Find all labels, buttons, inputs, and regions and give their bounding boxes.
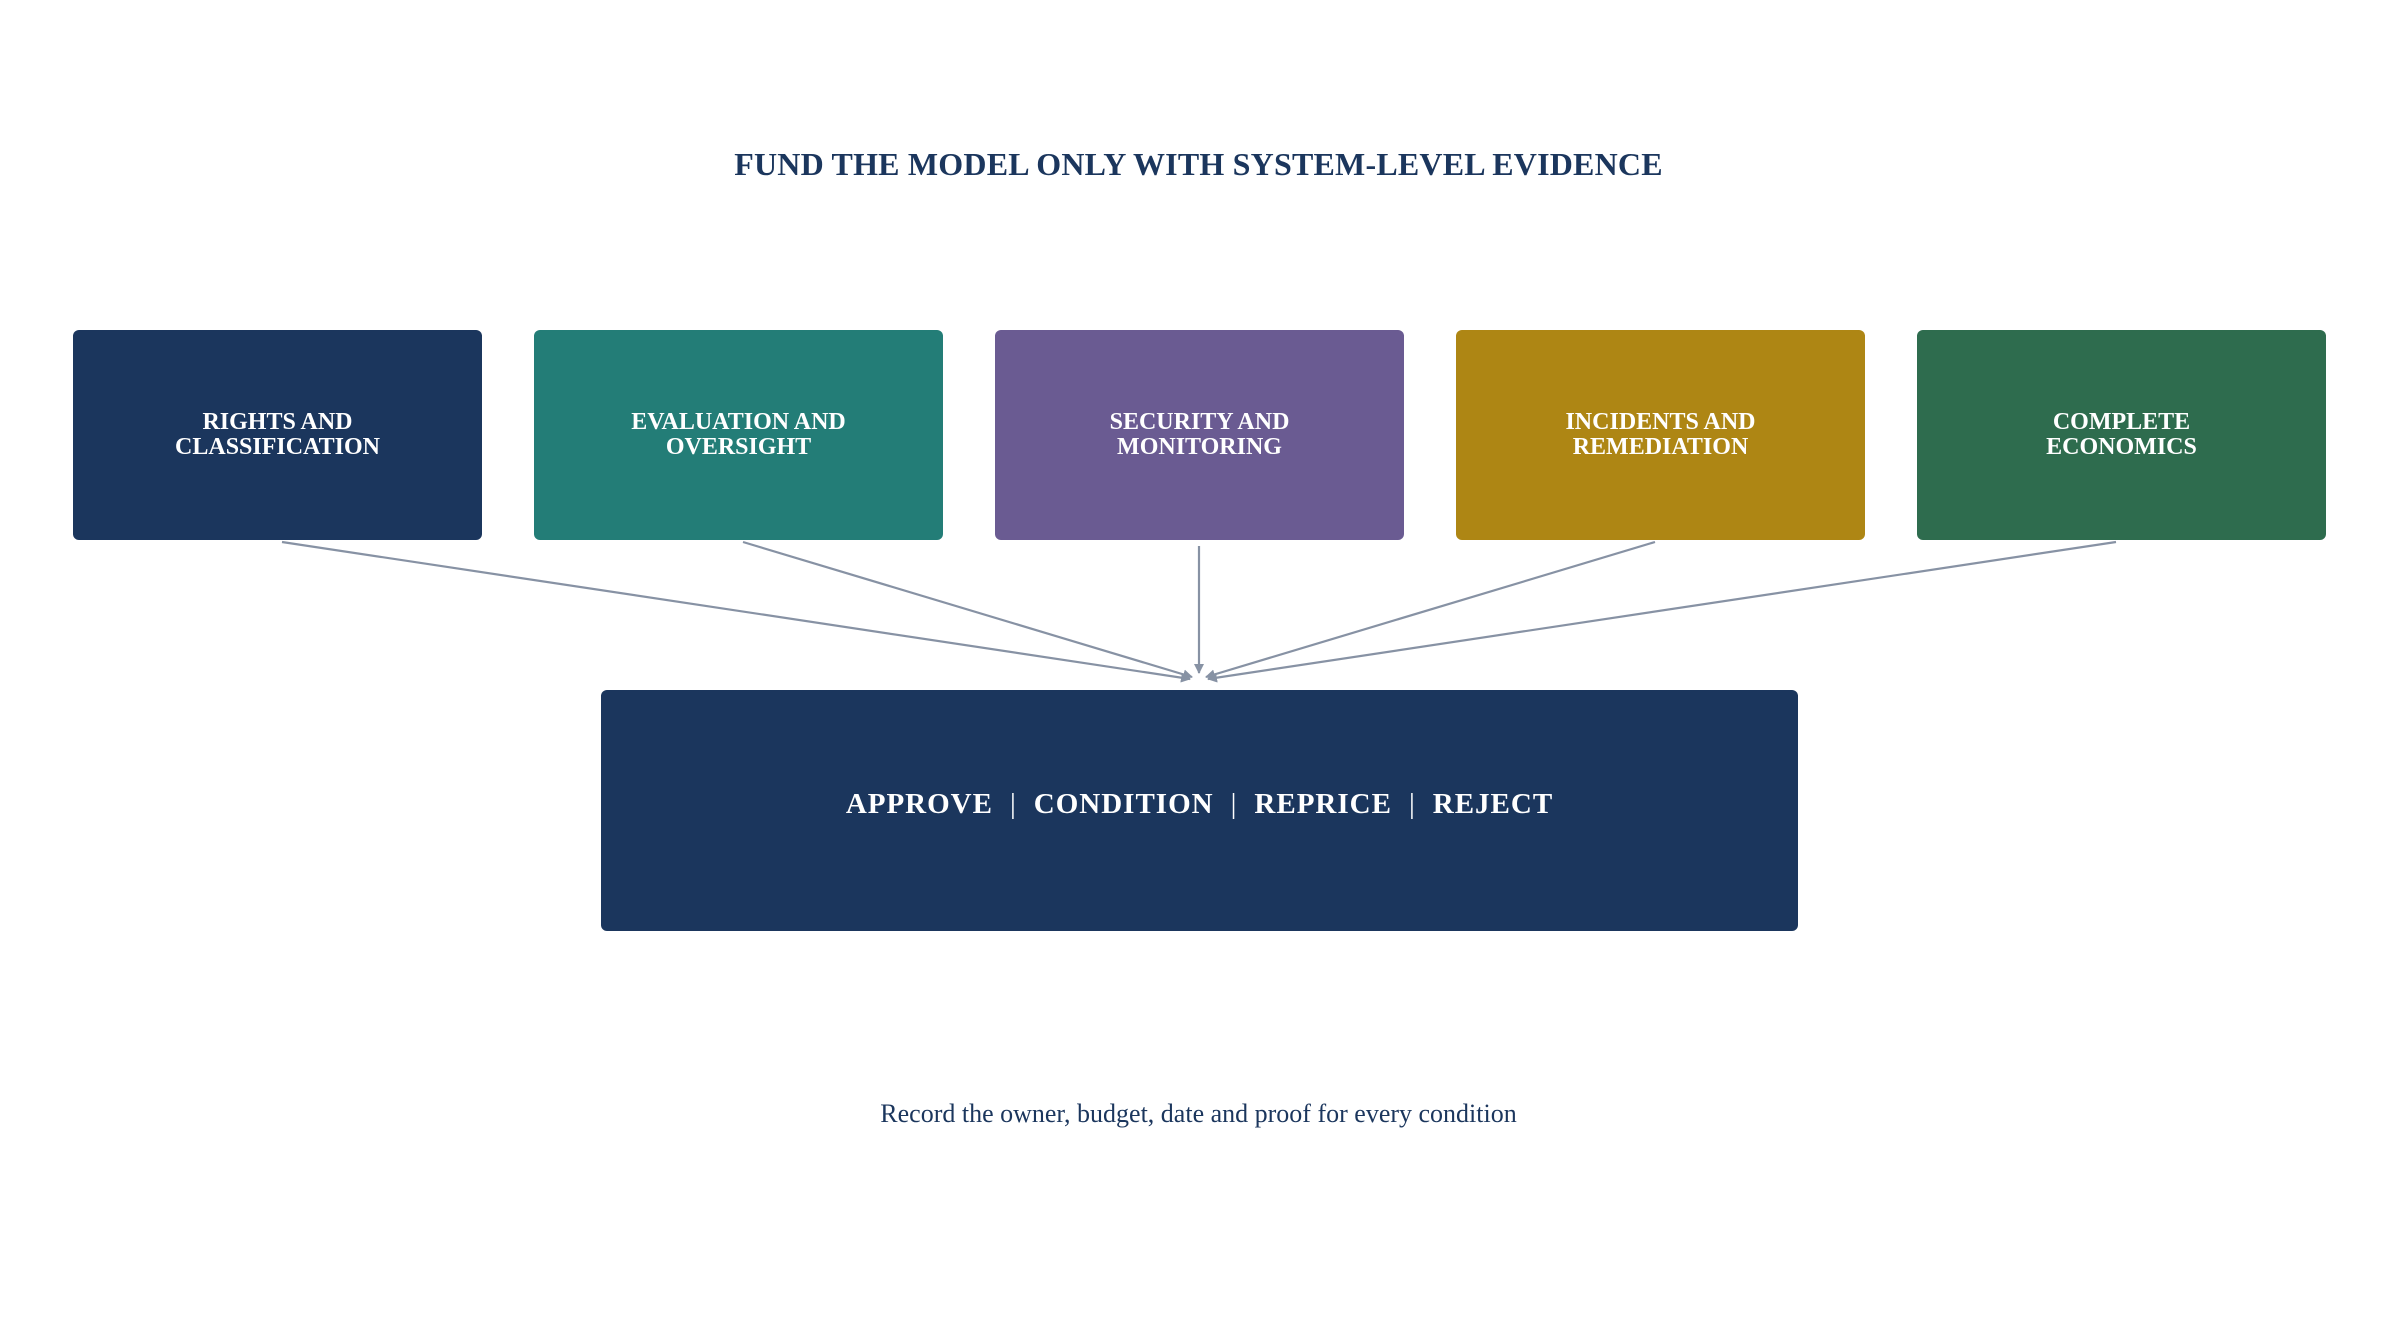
arrow-economics [1207,540,2117,683]
arrow-incidents [1205,540,1656,680]
decision-separator: | [1009,788,1017,820]
pillar-complete-economics: COMPLETE ECONOMICS [1917,330,2326,540]
arrow-evaluation [742,540,1193,680]
arrow-rights [281,540,1191,683]
pillar-label: SECURITY AND MONITORING [1109,409,1290,460]
pillar-label: INCIDENTS AND REMEDIATION [1565,409,1756,460]
decision-option-reprice: REPRICE [1254,788,1392,820]
footer-note: Record the owner, budget, date and proof… [880,1099,1517,1128]
pillar-rights-and-classification: RIGHTS AND CLASSIFICATION [73,330,482,540]
pillar-evaluation-and-oversight: EVALUATION AND OVERSIGHT [534,330,943,540]
decision-box: APPROVE | CONDITION | REPRICE | REJECT [601,690,1798,931]
decision-separator: | [1230,788,1238,820]
pillar-label: COMPLETE ECONOMICS [2046,409,2197,460]
decision-option-approve: APPROVE [845,788,993,820]
pillar-security-and-monitoring: SECURITY AND MONITORING [995,330,1404,540]
diagram-title: FUND THE MODEL ONLY WITH SYSTEM-LEVEL EV… [734,146,1663,182]
decision-separator: | [1408,788,1416,820]
pillar-label: EVALUATION AND OVERSIGHT [631,409,846,460]
pillar-incidents-and-remediation: INCIDENTS AND REMEDIATION [1456,330,1865,540]
pillar-label: RIGHTS AND CLASSIFICATION [175,409,380,460]
decision-options: APPROVE | CONDITION | REPRICE | REJECT [846,788,1553,821]
decision-option-condition: CONDITION [1033,788,1214,820]
decision-option-reject: REJECT [1432,788,1554,820]
